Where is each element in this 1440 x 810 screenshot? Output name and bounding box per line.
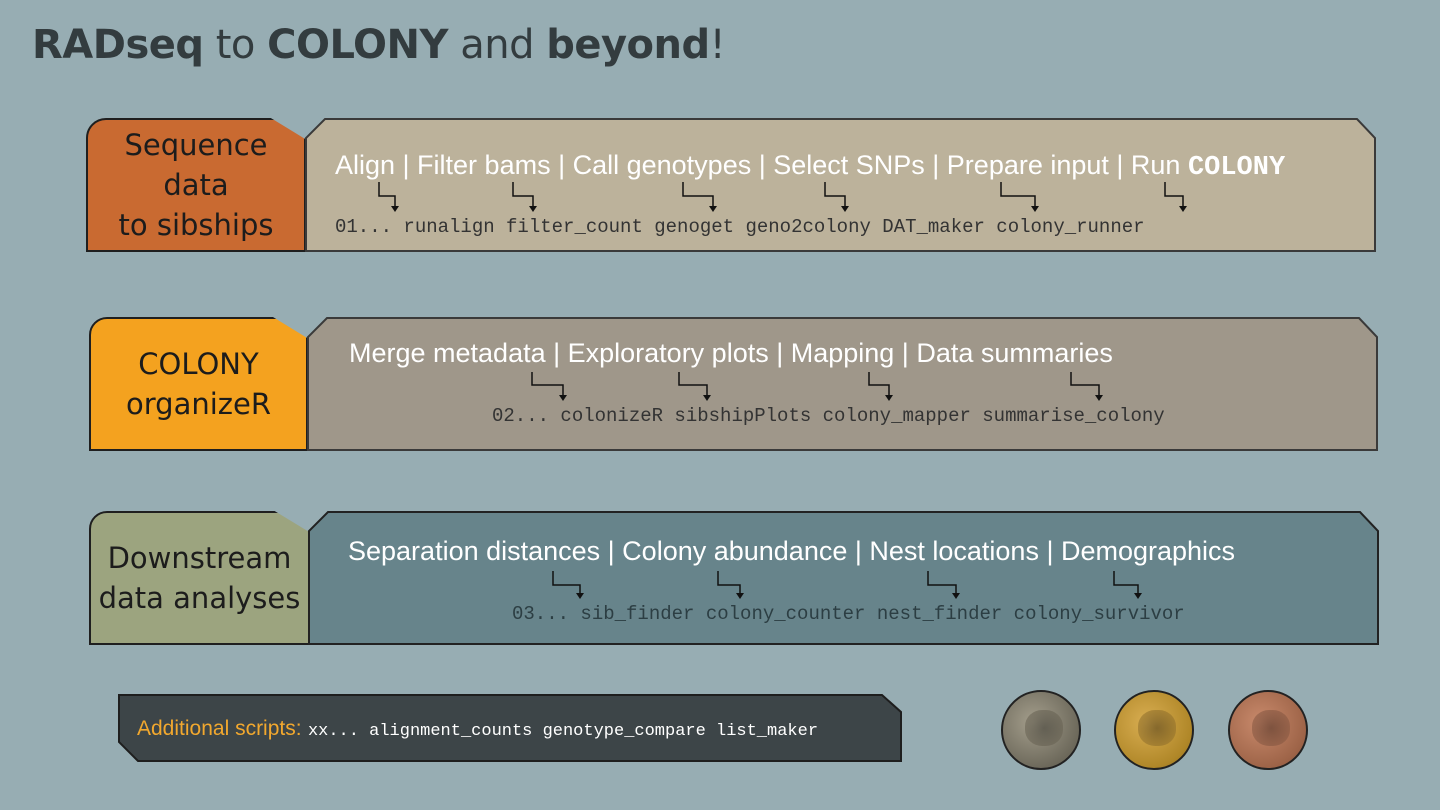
panel-pipeline-steps-3: Separation distances | Colony abundance … [308, 511, 1379, 645]
label-text: Sequence data to sibships [118, 128, 274, 242]
bee-silhouette [1252, 710, 1290, 746]
label-sequence-to-sibships: Sequence data to sibships [86, 118, 306, 252]
title-exclamation: ! [709, 22, 726, 68]
label-downstream-analyses: Downstream data analyses [89, 511, 310, 645]
step-to-script-arrows [552, 571, 1142, 599]
label-text: Downstream data analyses [98, 541, 301, 615]
script-names: 03... sib_finder colony_counter nest_fin… [512, 603, 1185, 625]
pipeline-steps-text: Merge metadata | Exploratory plots | Map… [349, 338, 1113, 368]
panel-shape [305, 118, 1376, 252]
title-colony: COLONY [267, 22, 448, 68]
bee-photo-icon [1001, 690, 1081, 770]
pipeline-steps-text: Align | Filter bams | Call genotypes | S… [335, 150, 1285, 183]
pipeline-steps-text: Separation distances | Colony abundance … [348, 536, 1236, 566]
title-and: and [448, 22, 547, 68]
script-names: 01... runalign filter_count genoget geno… [335, 216, 1145, 238]
panel-pipeline-steps-1: Align | Filter bams | Call genotypes | S… [305, 118, 1376, 252]
panel-shape [308, 511, 1379, 645]
additional-box-shape [118, 694, 902, 762]
bee-photo-icon [1114, 690, 1194, 770]
step-to-script-arrows [531, 372, 1103, 401]
script-names: 02... colonizeR sibshipPlots colony_mapp… [492, 405, 1165, 427]
label-text: COLONY organizeR [126, 347, 271, 421]
additional-scripts-text: Additional scripts: xx... alignment_coun… [137, 716, 818, 741]
title-radseq: RADseq [32, 22, 204, 68]
title-beyond: beyond [546, 22, 710, 68]
step-to-script-arrows [378, 182, 1187, 212]
bee-silhouette [1138, 710, 1176, 746]
steps-plain: Align | Filter bams | Call genotypes | S… [335, 150, 1188, 180]
panel-pipeline-steps-2: Merge metadata | Exploratory plots | Map… [307, 317, 1378, 451]
additional-scripts-label: Additional scripts: [137, 717, 302, 740]
bee-photo-icon [1228, 690, 1308, 770]
panel-shape [307, 317, 1378, 451]
additional-scripts-box: Additional scripts: xx... alignment_coun… [118, 694, 902, 762]
additional-scripts-list: xx... alignment_counts genotype_compare … [307, 722, 819, 741]
steps-colony-mono: COLONY [1187, 153, 1286, 183]
label-colony-organizer: COLONY organizeR [89, 317, 308, 451]
bee-silhouette [1025, 710, 1063, 746]
title-to: to [203, 22, 268, 68]
page-title: RADseq to COLONY and beyond! [32, 22, 726, 68]
